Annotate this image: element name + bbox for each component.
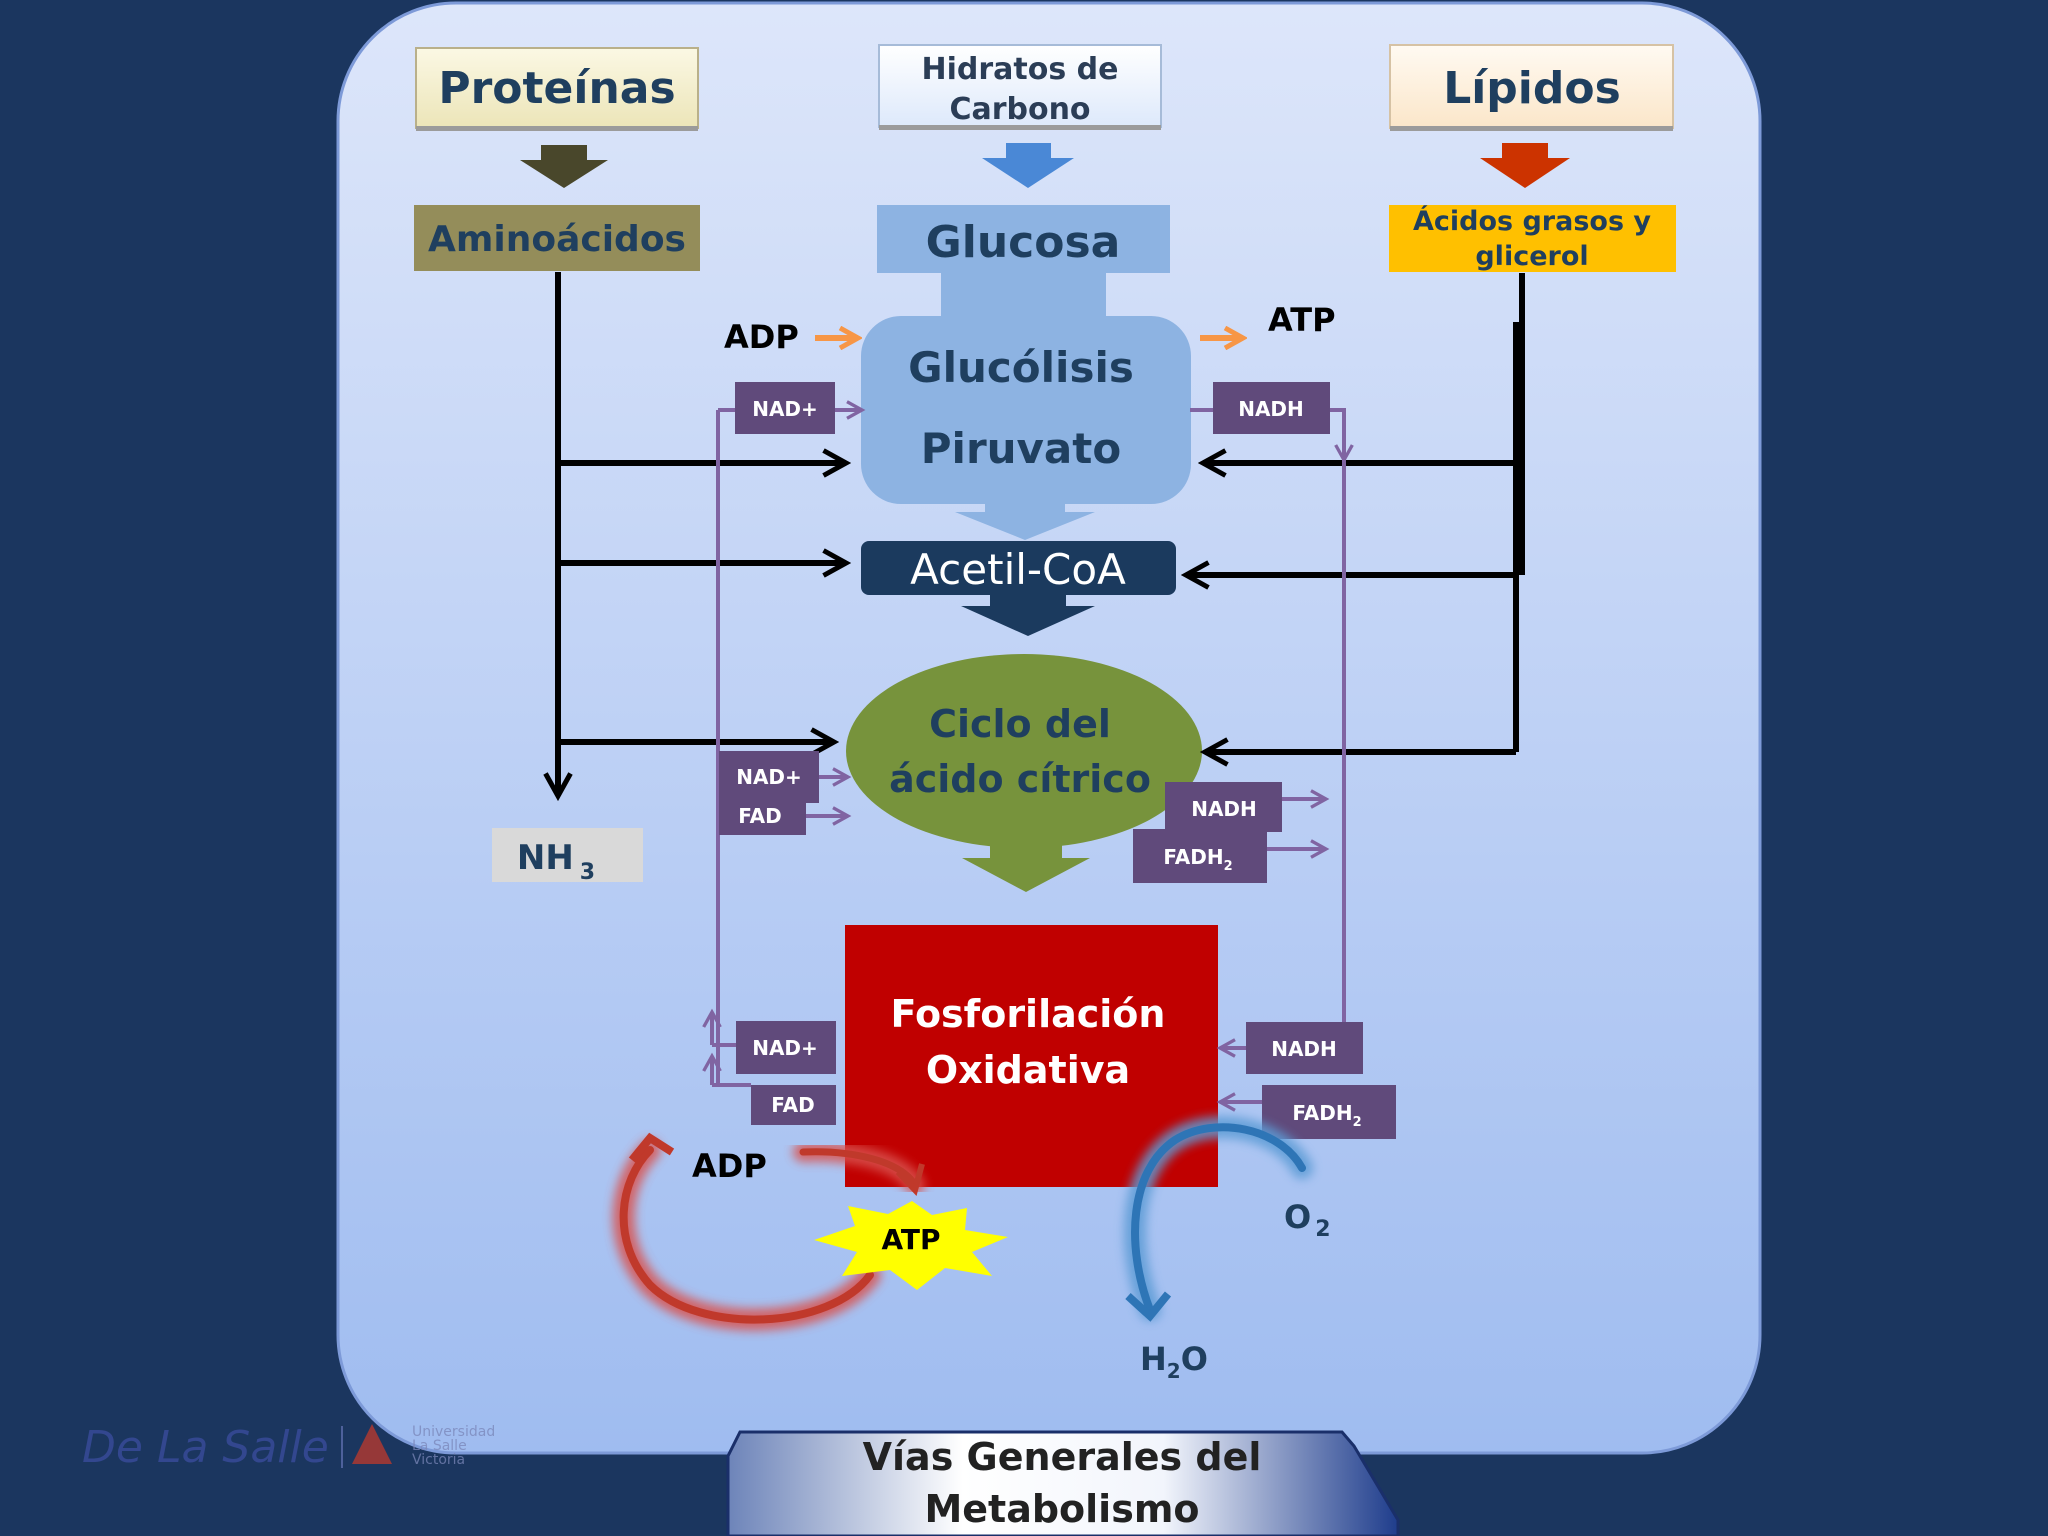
fatty-acids-label-line2: glicerol [1475, 241, 1588, 272]
amino-acids-label: Aminoácidos [428, 219, 686, 260]
nadh-label: NADH [1238, 397, 1304, 421]
fadh2-label: FADH2 [1292, 1101, 1361, 1130]
glucose-label: Glucosa [926, 217, 1121, 268]
carbohydrates-label-line1: Hidratos de [922, 52, 1119, 87]
oxphos-label-line2: Oxidativa [926, 1048, 1130, 1092]
atp-label-glycolysis: ATP [1268, 301, 1336, 339]
acetyl-coa-box: Acetil-CoA [861, 541, 1176, 636]
fad-label: FAD [771, 1093, 814, 1117]
lipids-box: Lípidos [1389, 44, 1674, 131]
krebs-cycle: Ciclo del ácido cítrico [846, 654, 1202, 892]
nad-plus-label: NAD+ [736, 765, 802, 789]
title-banner: Vías Generales del Metabolismo [726, 1430, 1400, 1536]
logo-line3: Victoria [412, 1452, 465, 1468]
title-line1: Vías Generales del [863, 1435, 1262, 1479]
fadh2-box-oxphos: FADH2 [1262, 1085, 1396, 1139]
amino-acid-pathway-arrows [558, 272, 846, 796]
krebs-label-line1: Ciclo del [929, 702, 1111, 746]
atp-star-label: ATP [881, 1223, 940, 1256]
fad-box-krebs: FAD [719, 791, 806, 835]
university-logo: De La Salle Universidad La Salle Victori… [82, 1422, 495, 1473]
adp-label-oxphos: ADP [692, 1147, 767, 1185]
fatty-acids-box: Ácidos grasos y glicerol [1389, 205, 1676, 272]
nad-plus-label: NAD+ [752, 397, 818, 421]
adp-label-glycolysis: ADP [724, 318, 799, 356]
fadh2-box-krebs: FADH2 [1133, 829, 1267, 883]
lipids-label: Lípidos [1443, 63, 1621, 114]
nadh-label: NADH [1271, 1037, 1337, 1061]
oxygen-water-cycle [1124, 1116, 1313, 1322]
fad-box-oxphos: FAD [751, 1085, 836, 1125]
carbohydrates-box: Hidratos de Carbono [878, 44, 1162, 130]
logo-line2: La Salle [412, 1438, 467, 1454]
nadh-box-glycolysis: NADH [1213, 382, 1330, 434]
proteins-box: Proteínas [415, 47, 699, 131]
fatty-acids-label-line1: Ácidos grasos y [1413, 205, 1651, 237]
title-line2: Metabolismo [924, 1487, 1199, 1531]
nadh-box-oxphos: NADH [1246, 1022, 1363, 1074]
purple-carrier-lines [712, 410, 1344, 1102]
acetyl-coa-label: Acetil-CoA [910, 545, 1126, 594]
oxphos-label-line1: Fosforilación [891, 992, 1166, 1036]
lipid-pathway-arrows [1186, 273, 1525, 752]
lipids-down-arrow [1480, 143, 1570, 188]
proteins-down-arrow [520, 145, 608, 188]
carbs-down-arrow [982, 143, 1074, 188]
fadh2-label: FADH2 [1163, 845, 1232, 874]
pyruvate-label: Piruvato [921, 424, 1121, 473]
amino-acids-box: Aminoácidos [414, 205, 700, 271]
water-label: H2O [1140, 1340, 1208, 1383]
logo-line1: Universidad [412, 1424, 495, 1440]
nadh-box-krebs: NADH [1165, 782, 1282, 832]
logo-script-text: De La Salle [82, 1422, 329, 1473]
adp-atp-cycle [612, 1132, 925, 1331]
nad-plus-box-glycolysis: NAD+ [735, 382, 835, 434]
glycolysis-label: Glucólisis [908, 343, 1134, 392]
nad-plus-box-oxphos: NAD+ [736, 1021, 836, 1074]
proteins-label: Proteínas [438, 63, 675, 114]
logo-emblem-icon [352, 1424, 392, 1464]
nadh-label: NADH [1191, 797, 1257, 821]
fad-label: FAD [738, 804, 781, 828]
glycolysis-block: Glucosa Glucólisis Piruvato [861, 205, 1191, 540]
krebs-label-line2: ácido cítrico [889, 757, 1151, 801]
nad-plus-label: NAD+ [752, 1036, 818, 1060]
carbohydrates-label-line2: Carbono [949, 92, 1090, 127]
atp-star: ATP [814, 1201, 1008, 1290]
